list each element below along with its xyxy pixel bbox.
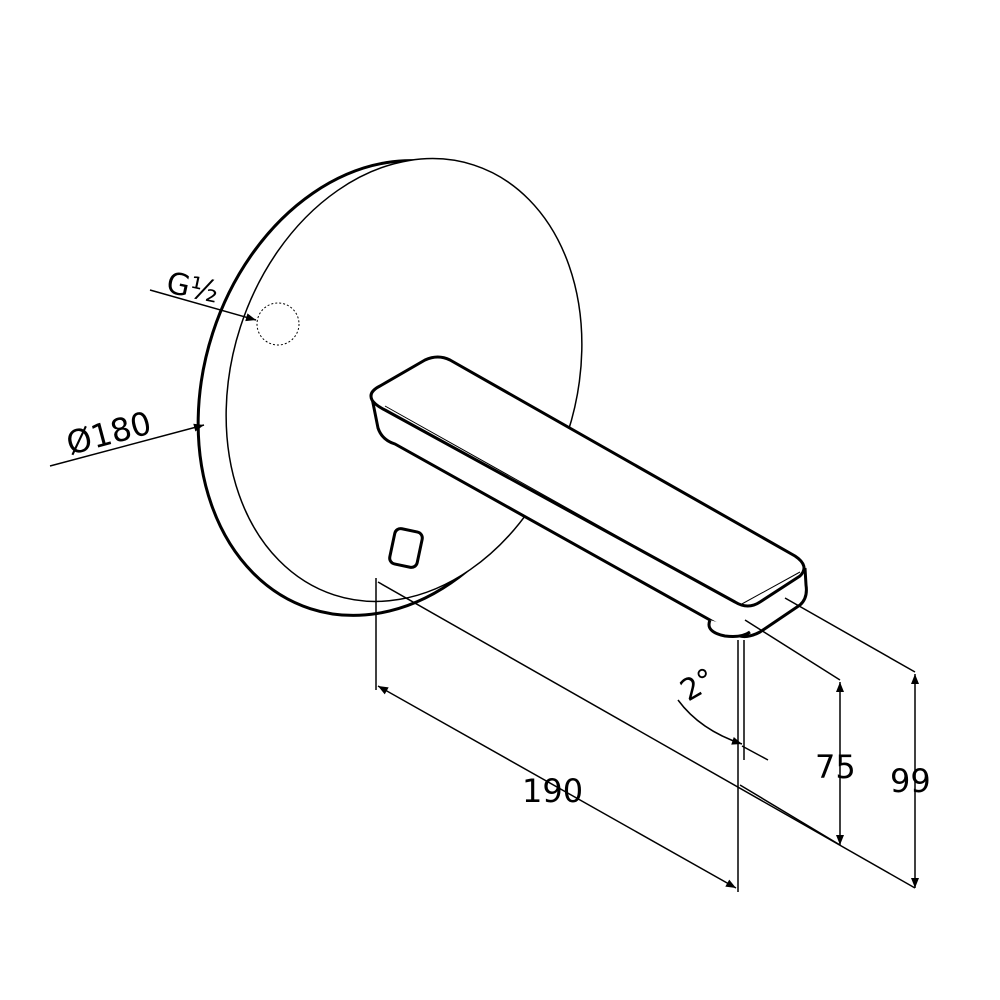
projection-label: 190 [522, 772, 583, 810]
total-height-label: 99 [890, 762, 931, 800]
thread-label: G½ [163, 266, 221, 311]
spout [369, 355, 808, 639]
angle-label: 2° [675, 662, 722, 709]
outlet-height-label: 75 [815, 748, 856, 786]
thread-connection-hidden [256, 302, 300, 346]
sensor-window [388, 527, 424, 569]
diameter-label: Ø180 [62, 404, 155, 463]
dimension-lines [49, 289, 919, 892]
